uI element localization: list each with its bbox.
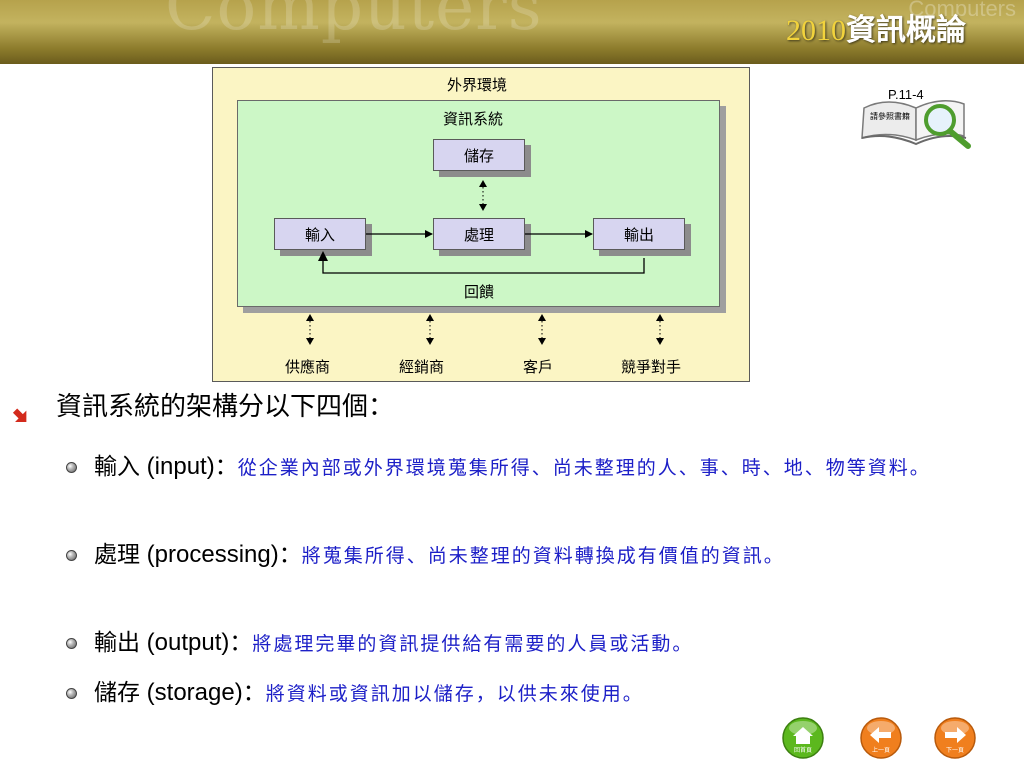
term-english: (input) (140, 453, 215, 480)
previous-label: 上一頁 (871, 747, 890, 754)
term-english: (output) (140, 629, 230, 656)
node-output: 輸出 (593, 218, 685, 250)
section-heading: 資訊系統的架構分以下四個： (56, 392, 395, 422)
arrow-left-icon (860, 717, 902, 759)
node-storage: 儲存 (433, 139, 525, 171)
entity-customer: 客戶 (523, 358, 554, 376)
system-label: 資訊系統 (443, 110, 504, 128)
course-name: 資訊概論 (846, 13, 966, 48)
term-colon: ： (214, 454, 238, 480)
list-item-storage: 儲存 (storage)：將資料或資訊加以儲存，以供未來使用。 (94, 674, 994, 714)
header-watermark: Computers (165, 0, 543, 45)
course-title: 2010資訊概論 (786, 16, 966, 46)
entity-distributor: 經銷商 (399, 358, 445, 376)
term-colon: ： (278, 542, 302, 568)
list-item-output: 輸出 (output)：將處理完畢的資訊提供給有需要的人員或活動。 (94, 624, 994, 664)
course-year: 2010 (786, 14, 846, 47)
reference-label: 請參照書籍 (870, 112, 910, 121)
term-description: 從企業內部或外界環境蒐集所得、尚未整理的人、事、時、地、物等資料。 (237, 457, 931, 479)
home-button[interactable]: 回首頁 (780, 716, 826, 760)
information-system-diagram: 外界環境 資訊系統 儲存 輸入 處理 輸出 (212, 67, 750, 382)
header-watermark-small: Computers (908, 0, 1016, 21)
list-item-processing: 處理 (processing)：將蒐集所得、尚未整理的資料轉換成有價值的資訊。 (94, 536, 994, 576)
term-label: 儲存 (94, 680, 140, 706)
slide-header: Computers Computers 2010資訊概論 (0, 0, 1024, 64)
term-english: (processing) (140, 541, 279, 568)
entity-supplier: 供應商 (285, 358, 331, 376)
home-label: 回首頁 (793, 747, 812, 754)
term-colon: ： (242, 680, 266, 706)
term-label: 輸出 (94, 630, 140, 656)
home-icon (782, 717, 824, 759)
previous-page-button[interactable]: 上一頁 (858, 716, 904, 760)
dot-bullet-icon (66, 462, 77, 473)
term-description: 將蒐集所得、尚未整理的資料轉換成有價值的資訊。 (301, 545, 785, 567)
next-label: 下一頁 (945, 747, 964, 754)
book-magnifier-icon[interactable] (858, 88, 978, 150)
diagram-connectors (306, 180, 664, 345)
term-english: (storage) (140, 679, 243, 706)
reference-page-number: P.11-4 (888, 87, 924, 102)
entity-competitor: 競爭對手 (621, 358, 682, 376)
feedback-label: 回饋 (464, 283, 495, 301)
node-process: 處理 (433, 218, 525, 250)
term-label: 輸入 (94, 454, 140, 480)
dot-bullet-icon (66, 688, 77, 699)
external-arrows (306, 314, 664, 345)
dot-bullet-icon (66, 638, 77, 649)
feedback-loop (322, 258, 645, 274)
arrow-bullet-icon (12, 408, 27, 422)
next-page-button[interactable]: 下一頁 (932, 716, 978, 760)
term-colon: ： (229, 630, 253, 656)
term-description: 將資料或資訊加以儲存，以供未來使用。 (265, 683, 644, 705)
arrow-right-icon (934, 717, 976, 759)
list-item-input: 輸入 (input)：從企業內部或外界環境蒐集所得、尚未整理的人、事、時、地、物… (94, 448, 994, 488)
dot-bullet-icon (66, 550, 77, 561)
node-input: 輸入 (274, 218, 366, 250)
environment-label: 外界環境 (447, 76, 508, 94)
term-description: 將處理完畢的資訊提供給有需要的人員或活動。 (252, 633, 694, 655)
term-label: 處理 (94, 542, 140, 568)
